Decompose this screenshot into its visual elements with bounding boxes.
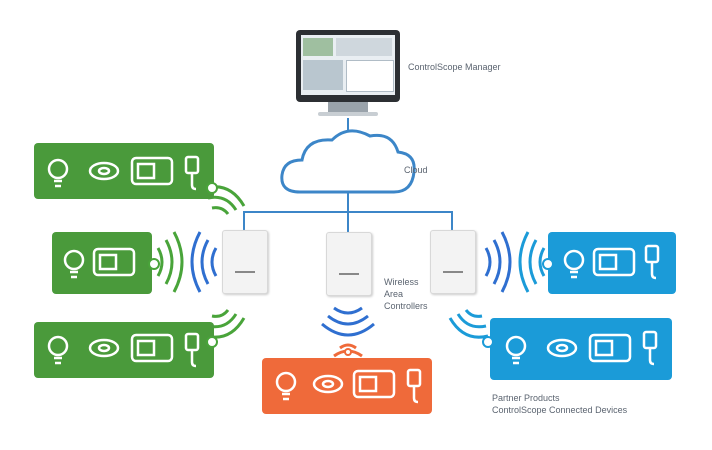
thermostat-icon [92, 247, 136, 277]
bulb-icon [275, 371, 297, 401]
controller-left [222, 230, 268, 294]
sensor-icon [88, 338, 120, 358]
manager-label: ControlScope Manager [408, 62, 501, 72]
device-panel-blue-bottom [490, 318, 672, 380]
center-controller-waves [321, 306, 375, 337]
controller-right [430, 230, 476, 294]
bulb-icon [505, 335, 527, 365]
plug-icon [642, 330, 658, 366]
connector-dot [206, 182, 218, 194]
device-panel-orange [262, 358, 432, 414]
right-panel-waves [518, 231, 546, 293]
device-panel-green-middle [52, 232, 152, 294]
left-controller-waves [190, 231, 218, 293]
lower-right-waves [448, 309, 489, 339]
cloud-icon [280, 129, 416, 194]
thermostat-icon [588, 333, 632, 363]
bulb-icon [563, 249, 585, 279]
connector-dot [542, 258, 554, 270]
sensor-icon [546, 338, 578, 358]
bulb-icon [63, 249, 85, 279]
controlscope-monitor [296, 30, 400, 118]
bulb-icon [47, 335, 69, 365]
device-panel-green-top [34, 143, 214, 199]
thermostat-icon [130, 333, 174, 363]
connector-dot [206, 336, 218, 348]
right-controller-waves [484, 231, 512, 293]
thermostat-icon [352, 369, 396, 399]
device-panel-green-bottom [34, 322, 214, 378]
connector-dot [482, 336, 494, 348]
partner-label: Partner Products ControlScope Connected … [492, 393, 628, 415]
connector-dot [148, 258, 160, 270]
plug-icon [644, 244, 660, 280]
bulb-icon [47, 158, 69, 188]
thermostat-icon [592, 247, 636, 277]
sensor-icon [88, 161, 120, 181]
plug-icon [184, 155, 200, 191]
sensor-icon [312, 374, 344, 394]
wac-label: Wireless Area Controllers [384, 277, 428, 311]
device-panel-blue-middle [548, 232, 676, 294]
controller-center [326, 232, 372, 296]
plug-icon [406, 368, 422, 404]
cloud-label: Cloud [404, 165, 428, 175]
plug-icon [184, 332, 200, 368]
thermostat-icon [130, 156, 174, 186]
left-panel-waves [156, 231, 184, 293]
